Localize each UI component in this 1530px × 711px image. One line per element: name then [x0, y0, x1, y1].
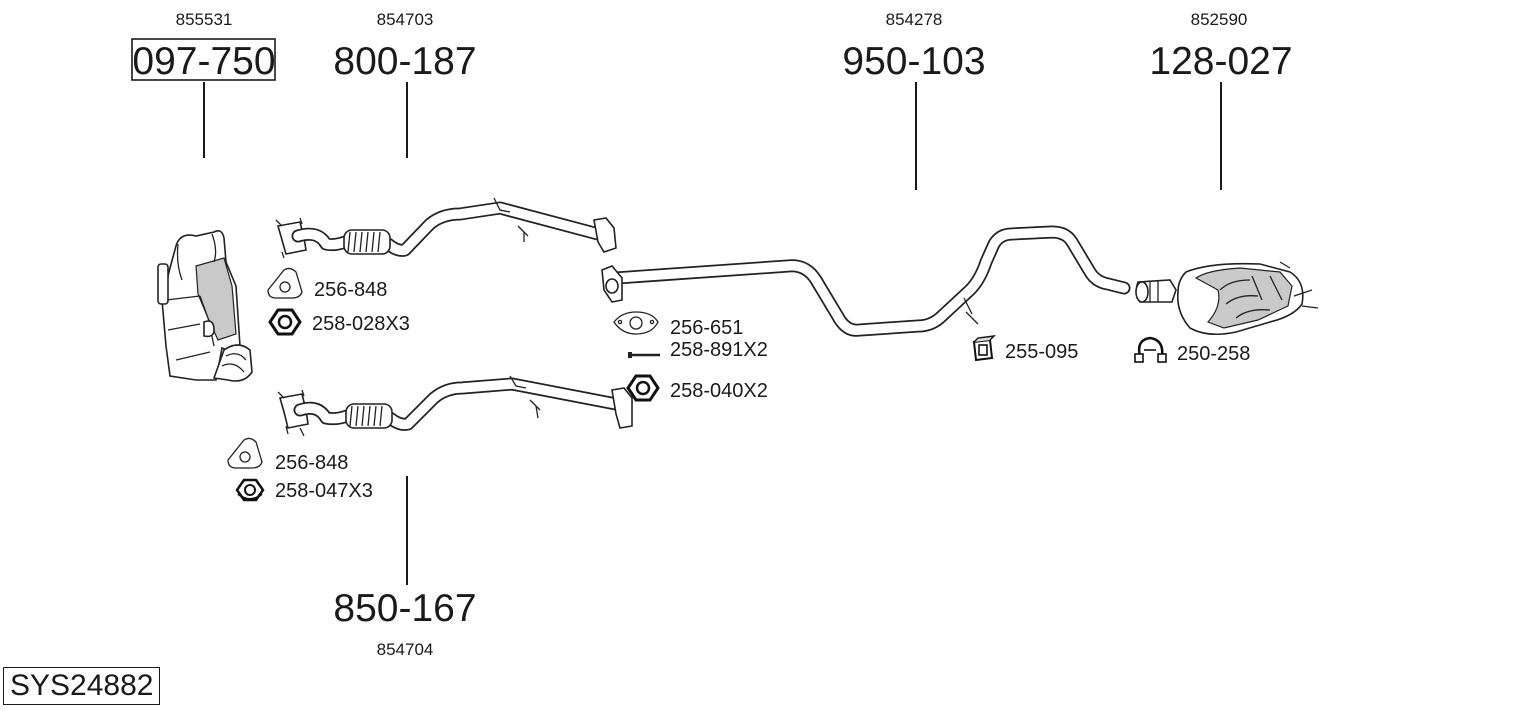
- front-pipe-b-ref: 854704: [377, 640, 434, 659]
- middle-pipe-ref: 854278: [886, 10, 943, 29]
- middle-pipe-callout: 854278 950-103: [842, 10, 986, 190]
- nut-a-label: 258-028X3: [312, 313, 410, 335]
- rubber-mount-icon[interactable]: [972, 335, 996, 362]
- gasket-a[interactable]: [267, 267, 303, 299]
- front-pipe-a-drawing[interactable]: [275, 197, 617, 259]
- catalyst-callout: 855531 097-750: [131, 10, 276, 158]
- front-pipe-b-callout: 850-167 854704: [333, 476, 477, 659]
- rear-silencer-number[interactable]: 128-027: [1149, 40, 1292, 83]
- gasket-b[interactable]: [227, 437, 263, 469]
- gasket-b-label: 256-848: [275, 452, 348, 474]
- nut-b-label: 258-047X3: [275, 480, 373, 502]
- rear-silencer-drawing[interactable]: [1135, 261, 1319, 336]
- catalyst-number-box: [131, 38, 276, 81]
- rear-silencer-ref: 852590: [1191, 10, 1248, 29]
- middle-pipe-number[interactable]: 950-103: [842, 40, 985, 83]
- bolt-c-icon[interactable]: [628, 352, 660, 358]
- gasket-c-label: 256-651: [670, 317, 743, 339]
- middle-pipe-drawing[interactable]: [601, 225, 1131, 337]
- catalyst-ref: 855531: [176, 10, 233, 29]
- system-code: SYS24882: [3, 667, 161, 705]
- clamp-icon[interactable]: [1134, 336, 1167, 363]
- front-pipe-a-number[interactable]: 800-187: [333, 40, 476, 83]
- gasket-a-label: 256-848: [314, 279, 387, 301]
- rear-silencer-callout: 852590 128-027: [1149, 10, 1293, 190]
- bolt-c-label: 258-891X2: [670, 339, 768, 361]
- nut-b-icon[interactable]: [235, 478, 265, 502]
- front-pipe-b-drawing[interactable]: [277, 375, 633, 437]
- front-pipe-a-callout: 854703 800-187: [333, 10, 477, 158]
- front-pipe-a-ref: 854703: [377, 10, 434, 29]
- catalyst-drawing[interactable]: [157, 230, 253, 382]
- catalyst-number[interactable]: 097-750: [132, 40, 275, 83]
- clamp-label: 250-258: [1177, 343, 1250, 365]
- gasket-c[interactable]: [613, 311, 659, 335]
- front-pipe-b-number[interactable]: 850-167: [333, 587, 476, 630]
- nut-a-icon[interactable]: [268, 308, 302, 336]
- nut-c-icon[interactable]: [626, 374, 660, 402]
- rubber-mount-label: 255-095: [1005, 341, 1078, 363]
- nut-c-label: 258-040X2: [670, 380, 768, 402]
